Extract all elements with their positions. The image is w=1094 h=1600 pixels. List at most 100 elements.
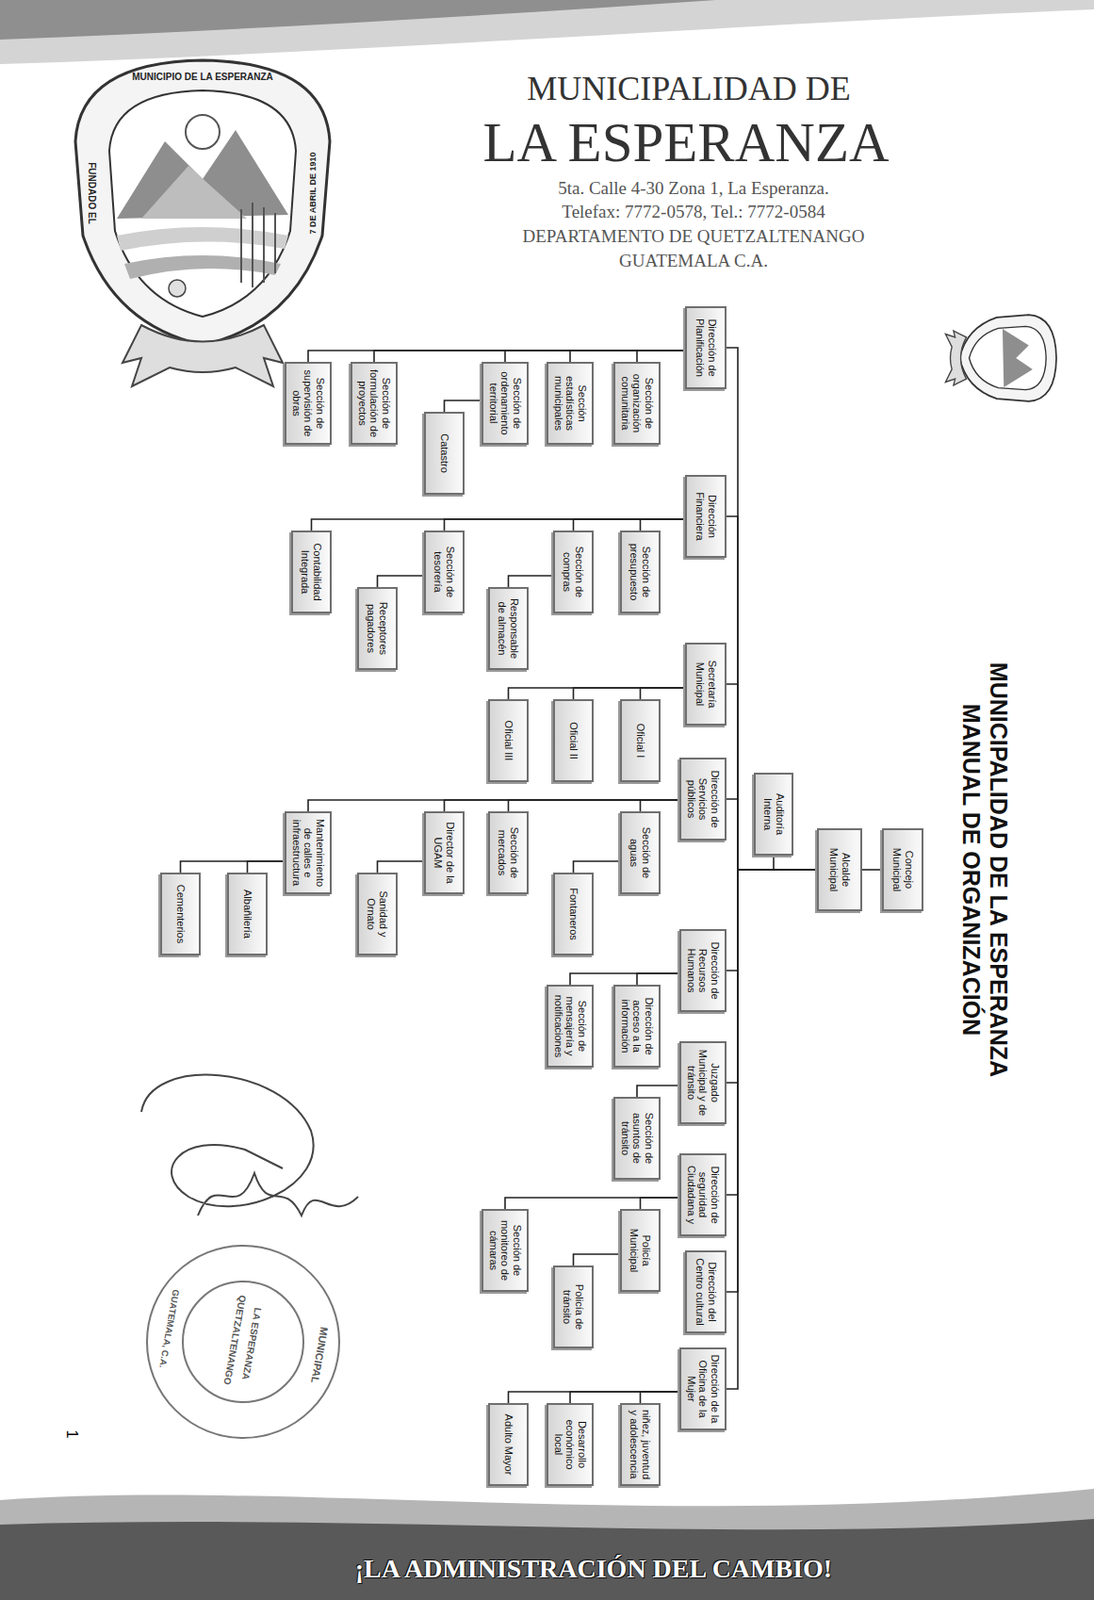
box-text: Dirección de Recursos Humanos <box>685 934 721 1007</box>
box-text: Sección de mercados <box>496 816 521 889</box>
connector-line <box>311 519 686 531</box>
org-box: Sección estadísticas municipales <box>546 361 594 445</box>
box-text: Dirección de Planificación <box>693 311 718 384</box>
org-box: Sección de asuntos de tránsito <box>613 1096 661 1180</box>
connector-line <box>726 869 817 1292</box>
box-text: Oficial I <box>634 704 647 777</box>
connector-line <box>508 1391 681 1404</box>
connector-line <box>726 347 817 870</box>
connector-line <box>640 519 686 531</box>
connector-line <box>508 575 555 588</box>
emblem-text: FUNDADO EL <box>85 162 98 225</box>
org-box: Dirección del Centro cultural <box>685 1250 727 1334</box>
connector-line <box>570 350 686 362</box>
box-text: Albañilería <box>241 878 254 950</box>
box-text: Sanidad y Ornato <box>365 878 390 950</box>
box-text: Secretaría Municipal <box>693 648 718 720</box>
connector-line <box>640 1391 681 1404</box>
connector-line <box>444 800 681 812</box>
org-box: Dirección Financiera <box>685 474 727 558</box>
box-text: Sección de supervisión de obras <box>290 367 327 440</box>
stamp-ring <box>182 1281 304 1403</box>
box-text: Sección de tesorería <box>432 536 457 608</box>
org-box: Receptores pagadores <box>357 587 398 670</box>
box-text: Sección estadísticas municipales <box>552 367 588 440</box>
box-text: Mantenimiento de calles e infraestructur… <box>290 816 327 889</box>
connector-line <box>573 861 621 873</box>
box-text: Fontaneros <box>567 878 580 950</box>
stamp-text: MUNICIPAL <box>308 1325 330 1385</box>
box-text: Concejo Municipal <box>890 833 915 906</box>
org-box: Sección de supervisión de obras <box>284 361 332 445</box>
connector-line <box>862 868 882 871</box>
org-box: Sección de compras <box>553 530 594 614</box>
connector-line <box>247 861 286 873</box>
connector-line <box>444 519 686 531</box>
org-box: Desarrollo económico local <box>546 1403 594 1486</box>
stamp-ring <box>146 1245 340 1438</box>
org-box: Sección de presupuesto <box>620 530 661 614</box>
connector-line <box>505 350 686 362</box>
connector-line <box>726 869 817 971</box>
box-text: Director de la UGAM <box>432 816 457 889</box>
org-box: Dirección de la Oficina de la Mujer <box>679 1347 727 1431</box>
org-box: niñez, juventud y adolescencia <box>620 1403 661 1486</box>
connector-line <box>505 1197 680 1209</box>
org-box: Sección de mercados <box>488 811 529 895</box>
org-box: Dirección de Servicios públicos <box>679 757 727 841</box>
org-box: Sección de tesorería <box>424 530 465 614</box>
org-box: Adulto Mayor <box>488 1403 529 1486</box>
footer-wave <box>0 1488 1094 1600</box>
org-box: Catastro <box>424 411 465 495</box>
connector-line <box>636 1085 680 1097</box>
org-box: Albañilería <box>227 872 268 956</box>
letterhead-title: LA ESPERANZA <box>482 111 889 176</box>
box-text: Catastro <box>438 417 451 490</box>
org-box: Sección de monitoreo de cámaras <box>481 1208 529 1292</box>
org-box: Auditoría Interna <box>753 772 794 856</box>
emblem-flower <box>168 279 186 297</box>
letterhead-title: MUNICIPALIDAD DE <box>526 69 851 109</box>
connector-line <box>508 687 686 700</box>
footer-band <box>0 1518 1094 1600</box>
box-text: Adulto Mayor <box>502 1408 515 1481</box>
org-box: Contabilidad Integrada <box>291 530 332 614</box>
connector-line <box>636 973 680 985</box>
connector-line <box>508 800 681 812</box>
emblem-sun <box>185 114 220 149</box>
org-box: Sección de organización comunitaria <box>613 361 661 445</box>
connector-line <box>377 861 425 873</box>
address-line: GUATEMALA C.A. <box>619 250 768 272</box>
chart-title: MUNICIPALIDAD DE LA ESPERANZA MANUAL DE … <box>958 634 1013 1106</box>
header-wave <box>0 0 1094 65</box>
address-line: 5ta. Calle 4-30 Zona 1, La Esperanza. <box>557 178 830 199</box>
emblem-corn <box>241 202 276 288</box>
signature <box>141 1075 359 1216</box>
box-text: Oficial II <box>567 704 580 777</box>
org-box: Sección de ordenamiento territorial <box>481 361 529 445</box>
connector-line <box>308 800 680 812</box>
connector-line <box>180 861 286 873</box>
org-box: Sección de formulación de proyectos <box>350 361 398 445</box>
box-text: Sección de compras <box>561 536 586 608</box>
org-box: Sección de aguas <box>620 811 661 895</box>
box-text: Sección de ordenamiento territorial <box>487 367 523 440</box>
org-box: Oficial III <box>488 699 529 783</box>
small-emblem <box>945 314 1057 402</box>
connector-line <box>374 350 686 362</box>
box-text: Responsable de almacén <box>496 592 521 665</box>
box-text: Sección de formulación de proyectos <box>356 367 392 440</box>
emblem-mountain <box>141 165 247 219</box>
box-text: Sección de asuntos de tránsito <box>619 1102 655 1175</box>
org-box: Mantenimiento de calles e infraestructur… <box>284 811 332 895</box>
emblem-mountain <box>116 130 289 219</box>
connector-line <box>726 869 817 1389</box>
box-text: Sección de aguas <box>628 816 653 889</box>
connector-line <box>573 1254 621 1266</box>
emblem-field <box>124 255 281 279</box>
box-text: Dirección del Centro cultural <box>693 1256 718 1328</box>
box-text: Oficial III <box>502 704 515 777</box>
emblem-ribbon <box>122 325 283 387</box>
connector-line <box>636 350 686 362</box>
address-line: DEPARTAMENTO DE QUETZALTENANGO <box>522 226 866 247</box>
